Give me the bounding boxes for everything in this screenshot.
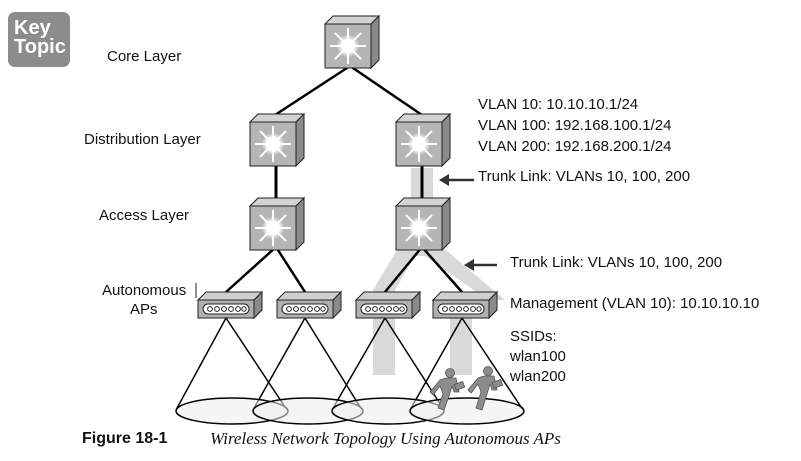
distribution-layer-label: Distribution Layer [84,131,201,148]
access-point-4-icon [431,290,499,320]
vlan-config-line-3: VLAN 200: 192.168.200.1/24 [478,138,672,155]
access-switch-right-icon [394,196,452,252]
key-topic-line2: Topic [14,36,66,58]
ssids-title: SSIDs: [510,328,557,345]
coverage-cells [175,397,525,425]
link-access-ap2 [274,246,307,293]
trunk-lower-arrow-icon [464,259,497,271]
vlan-config-line-2: VLAN 100: 192.168.100.1/24 [478,117,672,134]
key-topic-badge: Key Topic [8,12,70,67]
access-point-1-icon [196,290,264,320]
ssid-item-wlan100: wlan100 [510,348,566,365]
access-point-2-icon [275,290,343,320]
management-label: Management (VLAN 10): 10.10.10.10 [510,295,760,312]
trunk-upper-arrow-icon [439,174,474,186]
trunk-lower-label: Trunk Link: VLANs 10, 100, 200 [510,254,723,271]
wireless-user-2-icon [467,366,504,411]
link-core-dist-right [349,64,423,117]
network-links [225,64,463,293]
distribution-switch-right-icon [394,112,452,168]
access-switch-left-icon [248,196,306,252]
core-switch-icon [323,14,381,70]
autonomous-aps-label-line1: Autonomous [102,282,187,299]
core-layer-label: Core Layer [107,48,182,65]
access-point-3-icon [354,290,422,320]
figure-title: Wireless Network Topology Using Autonomo… [210,429,561,448]
link-core-dist-left [274,64,351,117]
ssid-item-wlan200: wlan200 [510,368,566,385]
access-layer-label: Access Layer [99,207,190,224]
trunk-upper-label: Trunk Link: VLANs 10, 100, 200 [478,168,691,185]
link-access-ap3 [384,246,423,293]
key-topic-line1: Key [14,17,51,39]
vlan-config-line-1: VLAN 10: 10.10.10.1/24 [478,96,639,113]
link-access-ap4 [421,246,463,293]
autonomous-aps-label-line2: APs [130,301,158,318]
wireless-user-1-icon [429,368,466,411]
distribution-switch-left-icon [248,112,306,168]
figure-number: Figure 18-1 [82,430,168,447]
coverage-cones [175,317,524,411]
link-access-ap1 [225,246,277,293]
